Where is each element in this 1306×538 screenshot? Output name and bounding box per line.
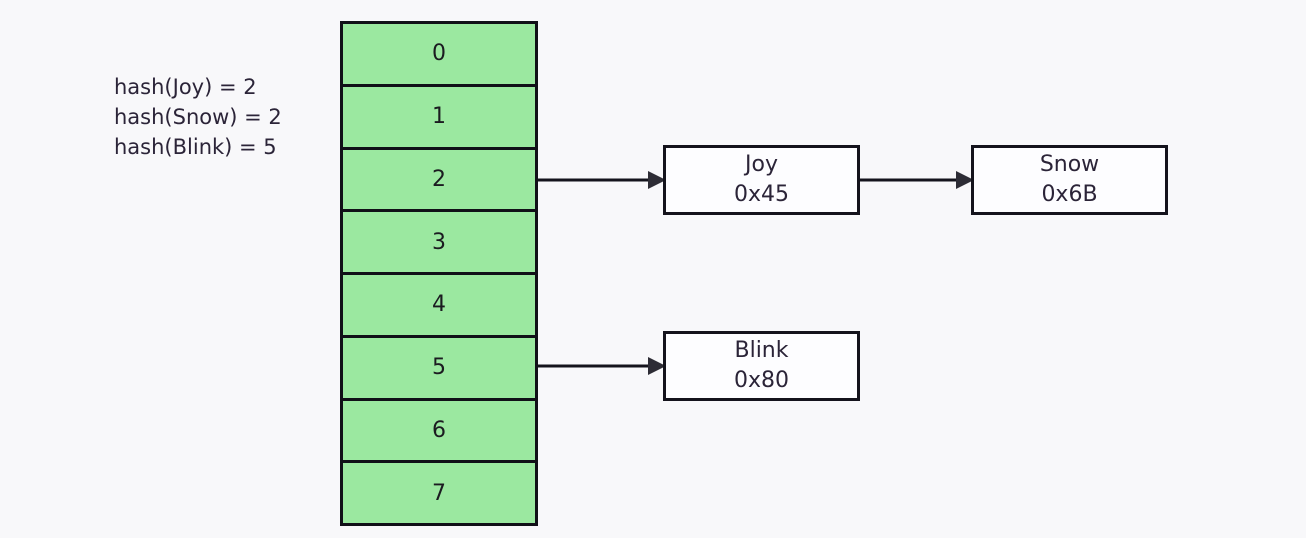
bucket-cell-5[interactable]: 5 (343, 337, 535, 401)
node-box-snow[interactable]: Snow 0x6B (971, 145, 1168, 215)
node-snow-key: Snow (1039, 152, 1100, 177)
node-box-blink[interactable]: Blink 0x80 (663, 331, 860, 401)
bucket-cell-6[interactable]: 6 (343, 400, 535, 464)
bucket-cell-2[interactable]: 2 (343, 149, 535, 213)
bucket-table: 0 1 2 3 4 5 6 7 (340, 21, 538, 526)
node-blink-address: 0x80 (733, 368, 789, 393)
bucket-cell-7[interactable]: 7 (343, 463, 535, 523)
node-joy-address: 0x45 (733, 182, 789, 207)
bucket-cell-3[interactable]: 3 (343, 212, 535, 275)
node-snow-address: 0x6B (1041, 182, 1098, 207)
hash-line-blink: hash(Blink) = 5 (114, 135, 277, 159)
arrow-bucket5-to-blink (538, 355, 666, 377)
bucket-cell-4[interactable]: 4 (343, 275, 535, 338)
node-joy-key: Joy (745, 152, 778, 177)
arrow-bucket2-to-joy (538, 169, 666, 191)
hash-line-joy: hash(Joy) = 2 (114, 75, 257, 99)
hash-legend: hash(Joy) = 2 hash(Snow) = 2 hash(Blink)… (114, 72, 282, 162)
bucket-cell-0[interactable]: 0 (343, 24, 535, 87)
arrow-joy-to-snow (858, 169, 974, 191)
hash-line-snow: hash(Snow) = 2 (114, 105, 282, 129)
node-blink-key: Blink (734, 338, 789, 363)
bucket-cell-1[interactable]: 1 (343, 86, 535, 150)
node-box-joy[interactable]: Joy 0x45 (663, 145, 860, 215)
